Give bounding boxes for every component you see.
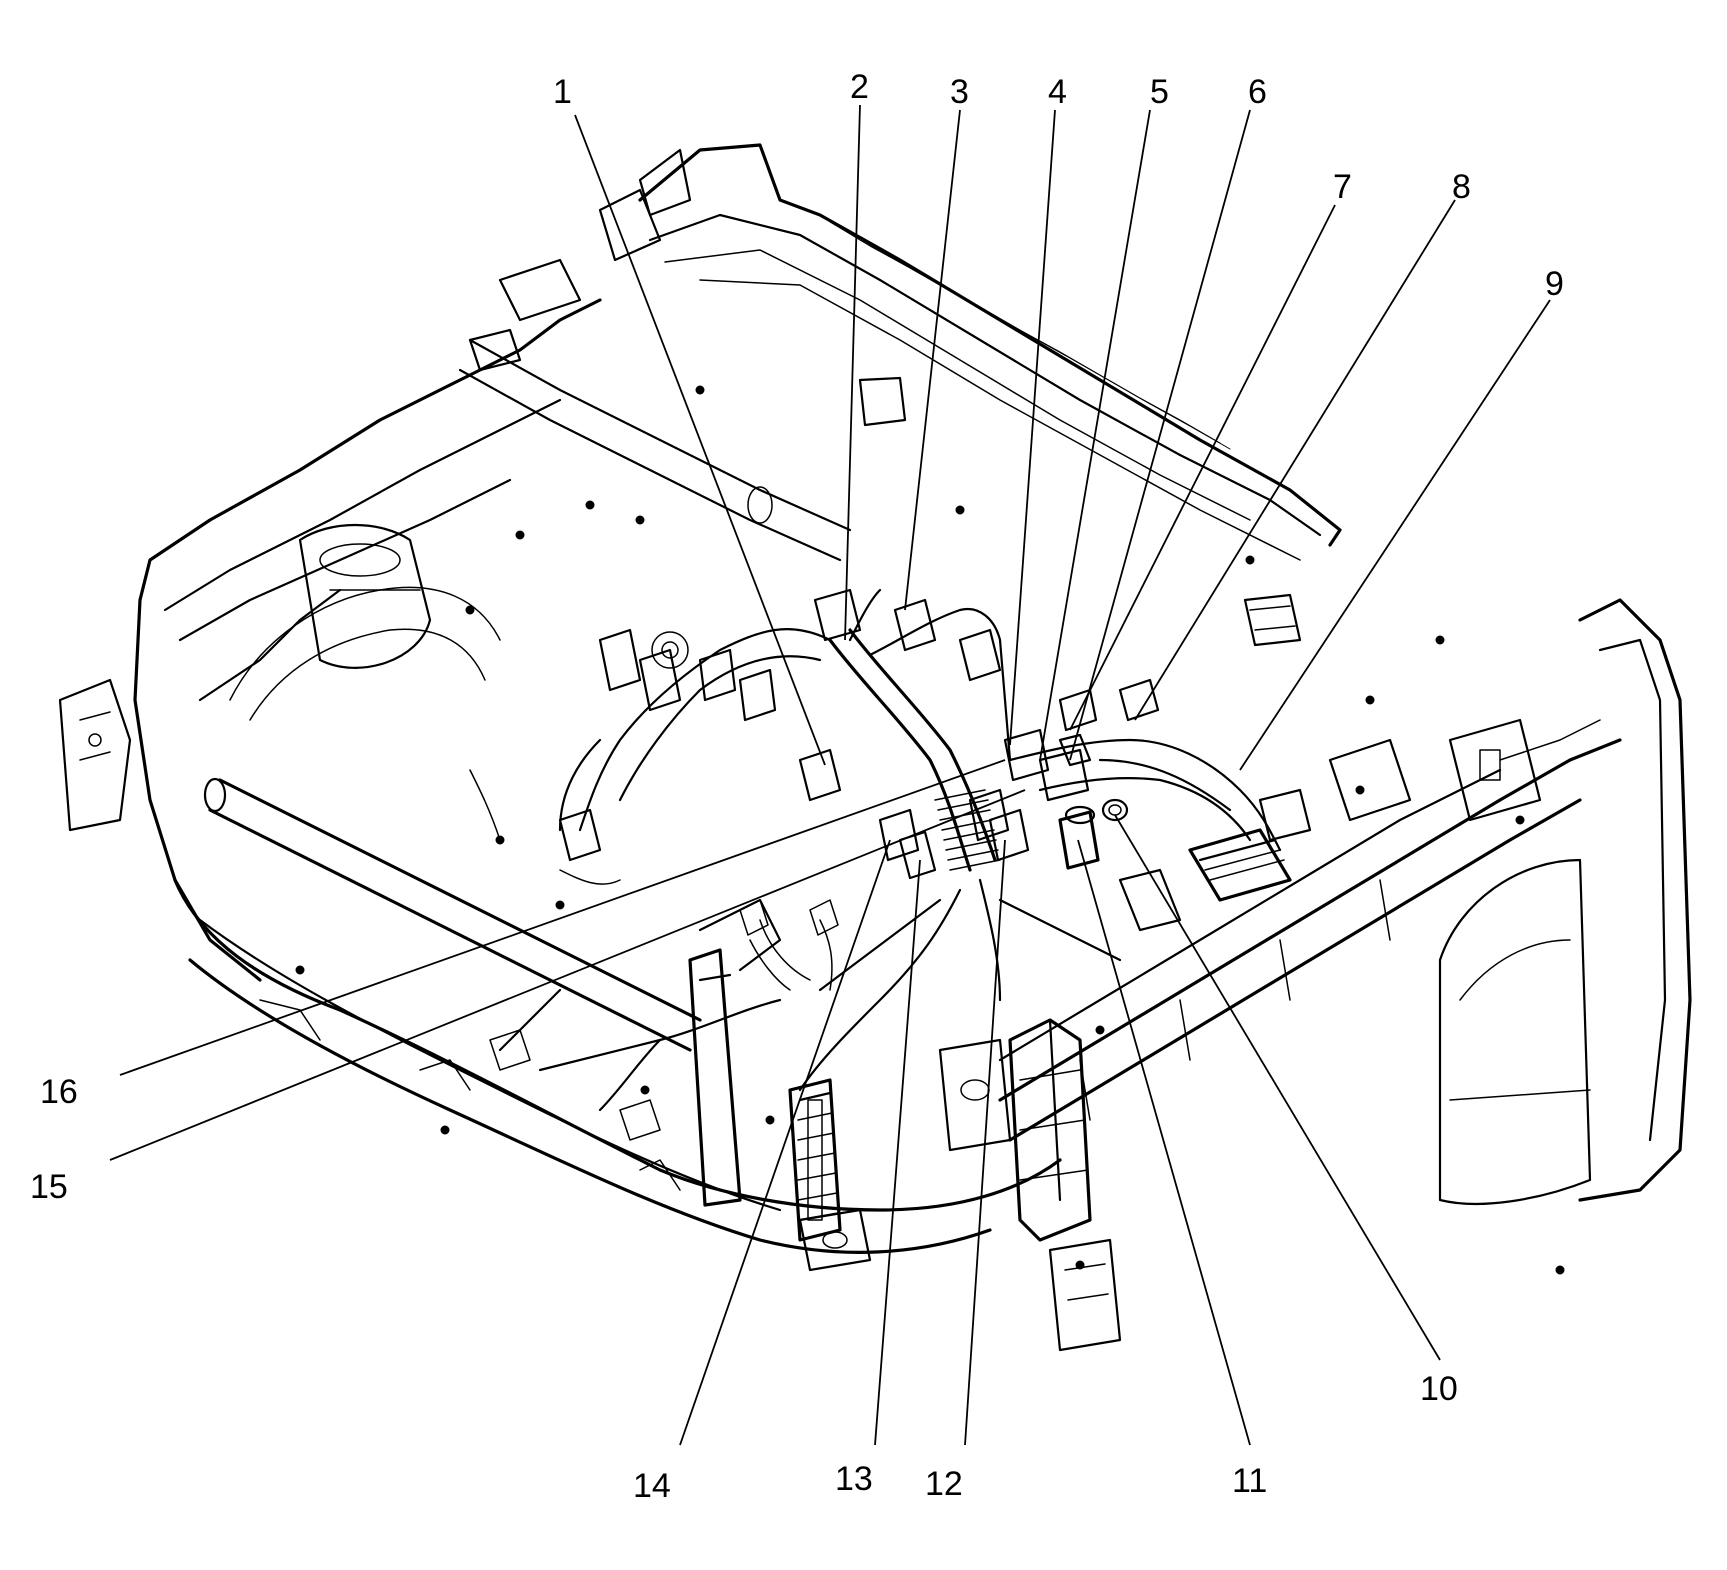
connector-cluster-left: [558, 588, 1002, 862]
callout-numbers: 1 2 3 4 5 6 7 8 9 10 11 12 13 14 15 16: [30, 68, 1564, 1505]
underhood-fuse-block: [1118, 788, 1312, 932]
cowl-panel: [598, 143, 1342, 647]
right-crossmember-box: [938, 1018, 1092, 1242]
callout-2: 2: [850, 68, 869, 106]
leader-10: [1114, 814, 1441, 1361]
leader-5: [1039, 109, 1151, 761]
leader-1: [574, 114, 826, 766]
callout-leaders: [109, 104, 1551, 1446]
leader-9: [1239, 299, 1551, 771]
center-cross-bar: [458, 338, 852, 562]
engine-control-module: [788, 1078, 842, 1242]
harness-conduit-section: [934, 789, 1001, 871]
leader-11: [1077, 839, 1251, 1446]
leader-13: [874, 859, 921, 1446]
fasteners: [295, 385, 1565, 1275]
leader-8: [1134, 199, 1456, 721]
leader-7: [1069, 204, 1336, 731]
callout-12: 12: [925, 1465, 963, 1503]
leader-4: [1009, 109, 1056, 746]
callout-10: 10: [1420, 1370, 1458, 1408]
callout-14: 14: [633, 1467, 671, 1505]
callout-9: 9: [1545, 265, 1564, 303]
callout-6: 6: [1248, 73, 1267, 111]
leader-6: [1069, 109, 1251, 761]
front-lower-support: [173, 878, 1122, 1352]
callout-4: 4: [1048, 73, 1067, 111]
callout-11: 11: [1232, 1462, 1267, 1500]
leader-16: [119, 759, 1006, 1076]
engine-compartment-line-art: [58, 143, 1692, 1352]
callout-3: 3: [950, 73, 969, 111]
left-fender-apron: [58, 258, 602, 982]
leader-2: [844, 104, 861, 641]
leader-12: [964, 839, 1006, 1446]
left-pigtails: [469, 769, 839, 991]
main-wiring-harness: [489, 588, 1282, 1141]
callout-15: 15: [30, 1168, 68, 1206]
left-tube-bar: [203, 777, 702, 1052]
leader-15: [109, 789, 1026, 1161]
callout-13: 13: [835, 1460, 873, 1498]
callout-5: 5: [1150, 73, 1169, 111]
leader-14: [679, 839, 891, 1446]
leader-3: [904, 109, 961, 611]
callout-1: 1: [553, 73, 572, 111]
callout-16: 16: [40, 1073, 78, 1111]
callout-7: 7: [1333, 168, 1352, 206]
right-fender-apron: [998, 598, 1692, 1205]
callout-8: 8: [1452, 168, 1471, 206]
